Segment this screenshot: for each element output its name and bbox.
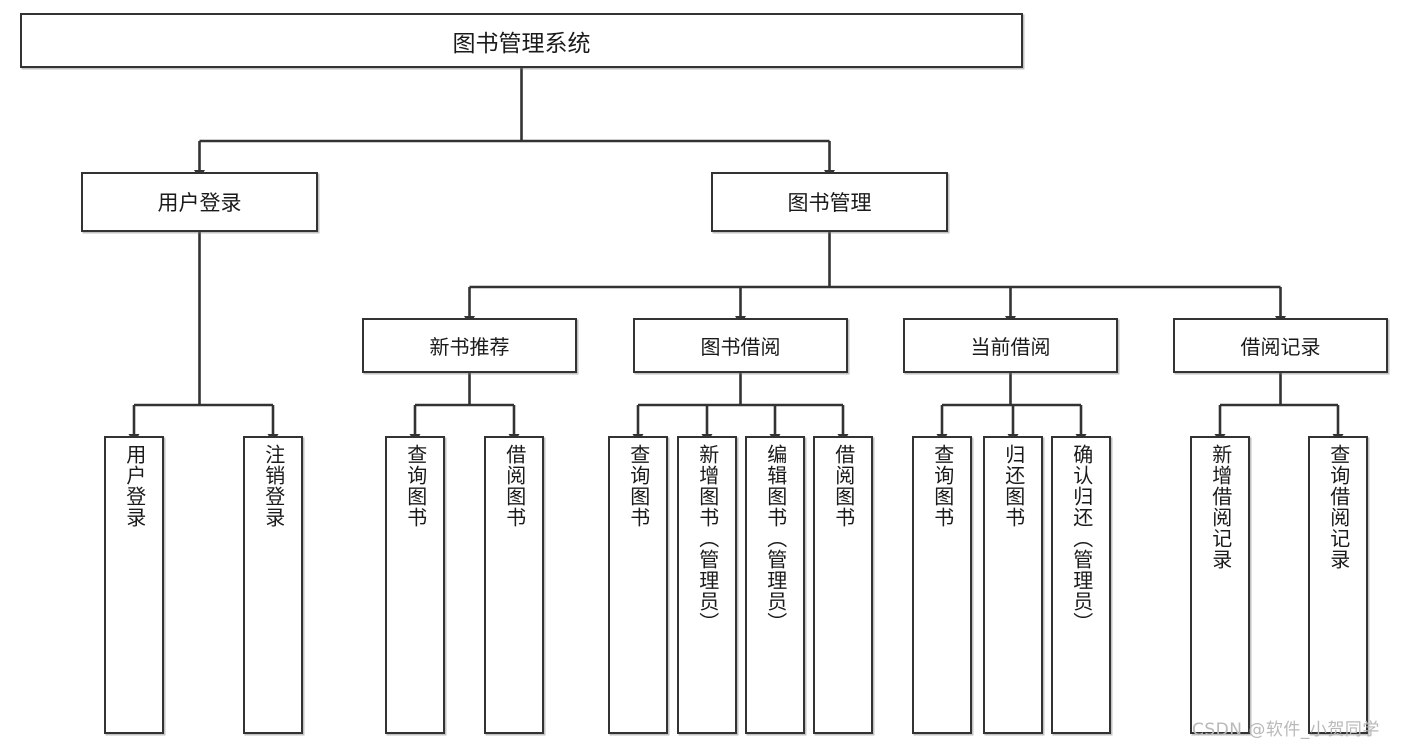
node-user-login[interactable]: 用户登录 xyxy=(81,172,318,232)
leaf-borrow-add-book[interactable]: 新增图书（管理员） xyxy=(677,436,737,734)
node-label: 查询借阅记录 xyxy=(1326,444,1351,570)
leaf-borrow-do-book[interactable]: 借阅图书 xyxy=(813,436,873,734)
node-label: 查询图书 xyxy=(403,444,428,528)
leaf-borrow-query-book[interactable]: 查询图书 xyxy=(608,436,668,734)
node-label: 新增图书（管理员） xyxy=(695,444,720,633)
leaf-user-login[interactable]: 用户登录 xyxy=(104,436,164,734)
leaf-user-logout[interactable]: 注销登录 xyxy=(243,436,303,734)
csdn-watermark: CSDN @软件_小贺同学 xyxy=(1192,720,1380,740)
node-label: 新增借阅记录 xyxy=(1208,444,1233,570)
node-label: 图书管理 xyxy=(787,191,872,215)
leaf-rec-query-book[interactable]: 查询图书 xyxy=(385,436,445,734)
node-label: 用户登录 xyxy=(122,444,147,528)
leaf-current-confirm-return[interactable]: 确认归还（管理员） xyxy=(1051,436,1111,734)
node-label: 借阅图书 xyxy=(831,444,856,528)
leaf-borrow-edit-book[interactable]: 编辑图书（管理员） xyxy=(745,436,805,734)
node-borrow-record[interactable]: 借阅记录 xyxy=(1173,318,1388,373)
node-label: 归还图书 xyxy=(1001,444,1026,528)
node-new-book-rec[interactable]: 新书推荐 xyxy=(362,318,577,373)
node-book-borrow[interactable]: 图书借阅 xyxy=(633,318,848,373)
node-label: 图书借阅 xyxy=(700,335,781,359)
node-root[interactable]: 图书管理系统 xyxy=(20,13,1023,68)
node-label: 用户登录 xyxy=(157,191,242,215)
node-label: 编辑图书（管理员） xyxy=(763,444,788,633)
node-label: 借阅图书 xyxy=(502,444,527,528)
node-label: 借阅记录 xyxy=(1240,335,1321,359)
node-label: 查询图书 xyxy=(930,444,955,528)
node-current-borrow[interactable]: 当前借阅 xyxy=(903,318,1118,373)
leaf-record-add[interactable]: 新增借阅记录 xyxy=(1190,436,1250,734)
node-label: 查询图书 xyxy=(626,444,651,528)
node-label: 新书推荐 xyxy=(429,335,510,359)
node-label: 图书管理系统 xyxy=(452,30,591,57)
leaf-current-return-book[interactable]: 归还图书 xyxy=(983,436,1043,734)
node-book-manage[interactable]: 图书管理 xyxy=(711,172,948,232)
node-label: 当前借阅 xyxy=(970,335,1051,359)
leaf-record-query[interactable]: 查询借阅记录 xyxy=(1308,436,1368,734)
node-label: 注销登录 xyxy=(261,444,286,528)
node-label: 确认归还（管理员） xyxy=(1069,444,1094,633)
leaf-current-query-book[interactable]: 查询图书 xyxy=(912,436,972,734)
leaf-rec-borrow-book[interactable]: 借阅图书 xyxy=(484,436,544,734)
